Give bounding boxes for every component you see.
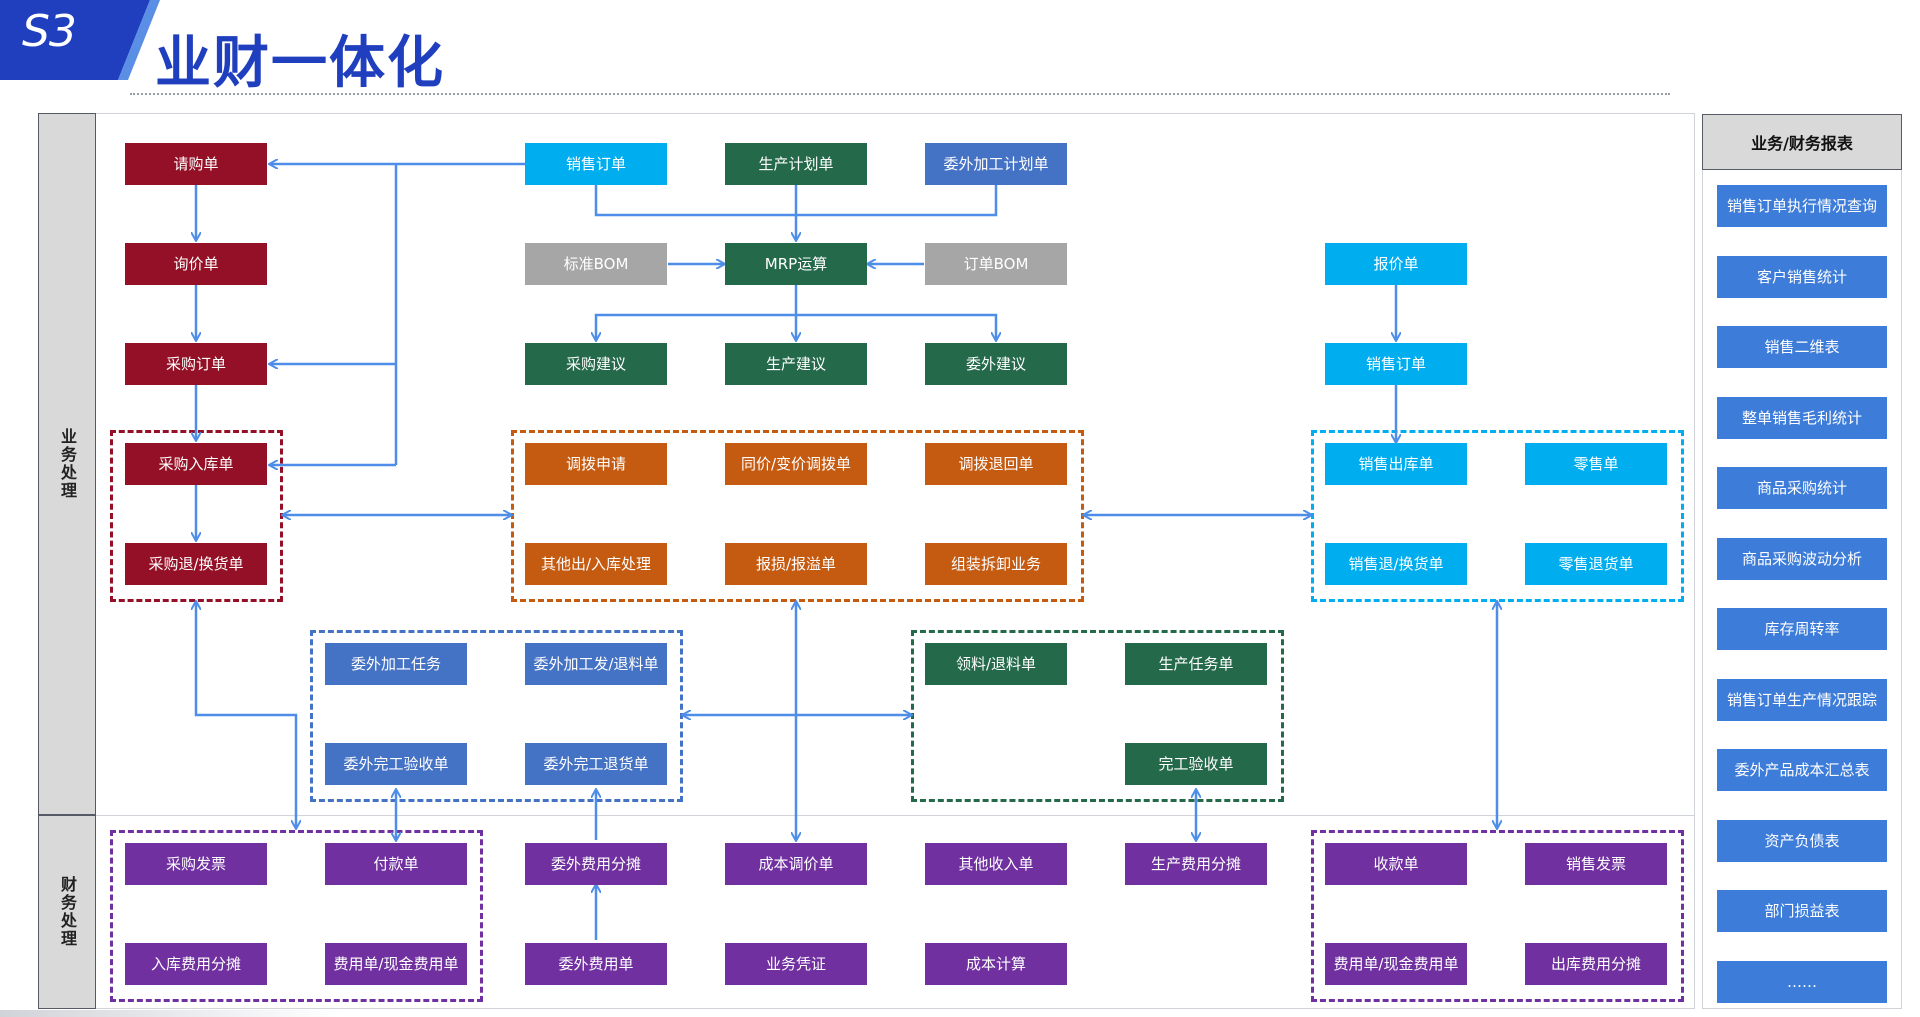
report-item: 商品采购统计 xyxy=(1717,467,1887,509)
business-band-text: 业务处理 xyxy=(58,428,77,500)
node-shengchanjihuadan: 生产计划单 xyxy=(725,143,867,185)
node-shoukuandan: 收款单 xyxy=(1325,843,1467,885)
node-qitachuruku: 其他出/入库处理 xyxy=(525,543,667,585)
node-tongjia-diaobo: 同价/变价调拨单 xyxy=(725,443,867,485)
node-lingshoutuihuo: 零售退货单 xyxy=(1525,543,1667,585)
node-qitashouru: 其他收入单 xyxy=(925,843,1067,885)
node-caigoujianyi: 采购建议 xyxy=(525,343,667,385)
node-lingliao: 领料/退料单 xyxy=(925,643,1067,685)
report-item: 委外产品成本汇总表 xyxy=(1717,749,1887,791)
node-baosun: 报损/报溢单 xyxy=(725,543,867,585)
finance-band-text: 财务处理 xyxy=(58,876,77,948)
report-item: 资产负债表 xyxy=(1717,820,1887,862)
node-shengchanjianyi: 生产建议 xyxy=(725,343,867,385)
node-mrp: MRP运算 xyxy=(725,243,867,285)
node-weiwaijiagongjihua: 委外加工计划单 xyxy=(925,143,1067,185)
badge-label: S3 xyxy=(22,6,77,57)
arrow-mrp-caigoujianyi xyxy=(596,313,796,340)
reports-header: 业务/财务报表 xyxy=(1702,114,1902,170)
report-item: 部门损益表 xyxy=(1717,890,1887,932)
node-yewupingzheng: 业务凭证 xyxy=(725,943,867,985)
report-item: 销售订单执行情况查询 xyxy=(1717,185,1887,227)
page-title: 业财一体化 xyxy=(155,31,445,96)
node-caigourukudan: 采购入库单 xyxy=(125,443,267,485)
node-chukufeiyong: 出库费用分摊 xyxy=(1525,943,1667,985)
node-rukufeiyong: 入库费用分摊 xyxy=(125,943,267,985)
node-weiwaifeiyongfentan: 委外费用分摊 xyxy=(525,843,667,885)
node-feiyongdan-right: 费用单/现金费用单 xyxy=(1325,943,1467,985)
report-item: 商品采购波动分析 xyxy=(1717,538,1887,580)
business-band-label: 业务处理 xyxy=(38,113,96,815)
report-item: 客户销售统计 xyxy=(1717,256,1887,298)
node-caigoutuihuanhuo: 采购退/换货单 xyxy=(125,543,267,585)
node-xunjiadan: 询价单 xyxy=(125,243,267,285)
node-weiwai-fatui: 委外加工发/退料单 xyxy=(525,643,667,685)
report-item: 库存周转率 xyxy=(1717,608,1887,650)
node-diaobo-shenqing: 调拨申请 xyxy=(525,443,667,485)
node-baojiadan: 报价单 xyxy=(1325,243,1467,285)
node-chengbentiaojia: 成本调价单 xyxy=(725,843,867,885)
node-xiaoshoutuihuan: 销售退/换货单 xyxy=(1325,543,1467,585)
node-weiwai-renwu: 委外加工任务 xyxy=(325,643,467,685)
arrow-purchase-finance xyxy=(196,602,296,828)
node-shengchanfeiyong: 生产费用分摊 xyxy=(1125,843,1267,885)
node-weiwaijianyi: 委外建议 xyxy=(925,343,1067,385)
node-chengbenjisuan: 成本计算 xyxy=(925,943,1067,985)
node-dingdanbom: 订单BOM xyxy=(925,243,1067,285)
node-zuzhuang: 组装拆卸业务 xyxy=(925,543,1067,585)
badge-shape-icon xyxy=(0,0,160,80)
report-item: 销售二维表 xyxy=(1717,326,1887,368)
node-shengchan-renwu: 生产任务单 xyxy=(1125,643,1267,685)
node-xiaoshoudingdan-right: 销售订单 xyxy=(1325,343,1467,385)
arrow-mrp-weiwaijianyi xyxy=(796,313,996,340)
node-weiwaifeiyongdan: 委外费用单 xyxy=(525,943,667,985)
report-item: 整单销售毛利统计 xyxy=(1717,397,1887,439)
title-divider xyxy=(130,93,1670,95)
node-biaozhunbom: 标准BOM xyxy=(525,243,667,285)
node-fukuandan: 付款单 xyxy=(325,843,467,885)
finance-payable-group xyxy=(110,830,483,1002)
finance-band-label: 财务处理 xyxy=(38,815,96,1009)
node-xiaoshoudingdan-top: 销售订单 xyxy=(525,143,667,185)
node-weiwai-yanshou: 委外完工验收单 xyxy=(325,743,467,785)
node-qinggoudan: 请购单 xyxy=(125,143,267,185)
report-item: 销售订单生产情况跟踪 xyxy=(1717,679,1887,721)
node-feiyongdan-left: 费用单/现金费用单 xyxy=(325,943,467,985)
band-divider xyxy=(96,815,1695,816)
node-xiaoshouchuku: 销售出库单 xyxy=(1325,443,1467,485)
section-badge: S3 xyxy=(0,0,160,80)
finance-receivable-group xyxy=(1311,830,1684,1002)
node-weiwai-tuihuo: 委外完工退货单 xyxy=(525,743,667,785)
node-wangong-yanshou: 完工验收单 xyxy=(1125,743,1267,785)
node-xiaoshoufapiao: 销售发票 xyxy=(1525,843,1667,885)
node-diaobo-tuihui: 调拨退回单 xyxy=(925,443,1067,485)
bottom-gradient-bar xyxy=(0,1010,340,1017)
node-lingshou: 零售单 xyxy=(1525,443,1667,485)
report-item: …… xyxy=(1717,961,1887,1003)
node-caigoufapiao: 采购发票 xyxy=(125,843,267,885)
node-caigoudingdan: 采购订单 xyxy=(125,343,267,385)
